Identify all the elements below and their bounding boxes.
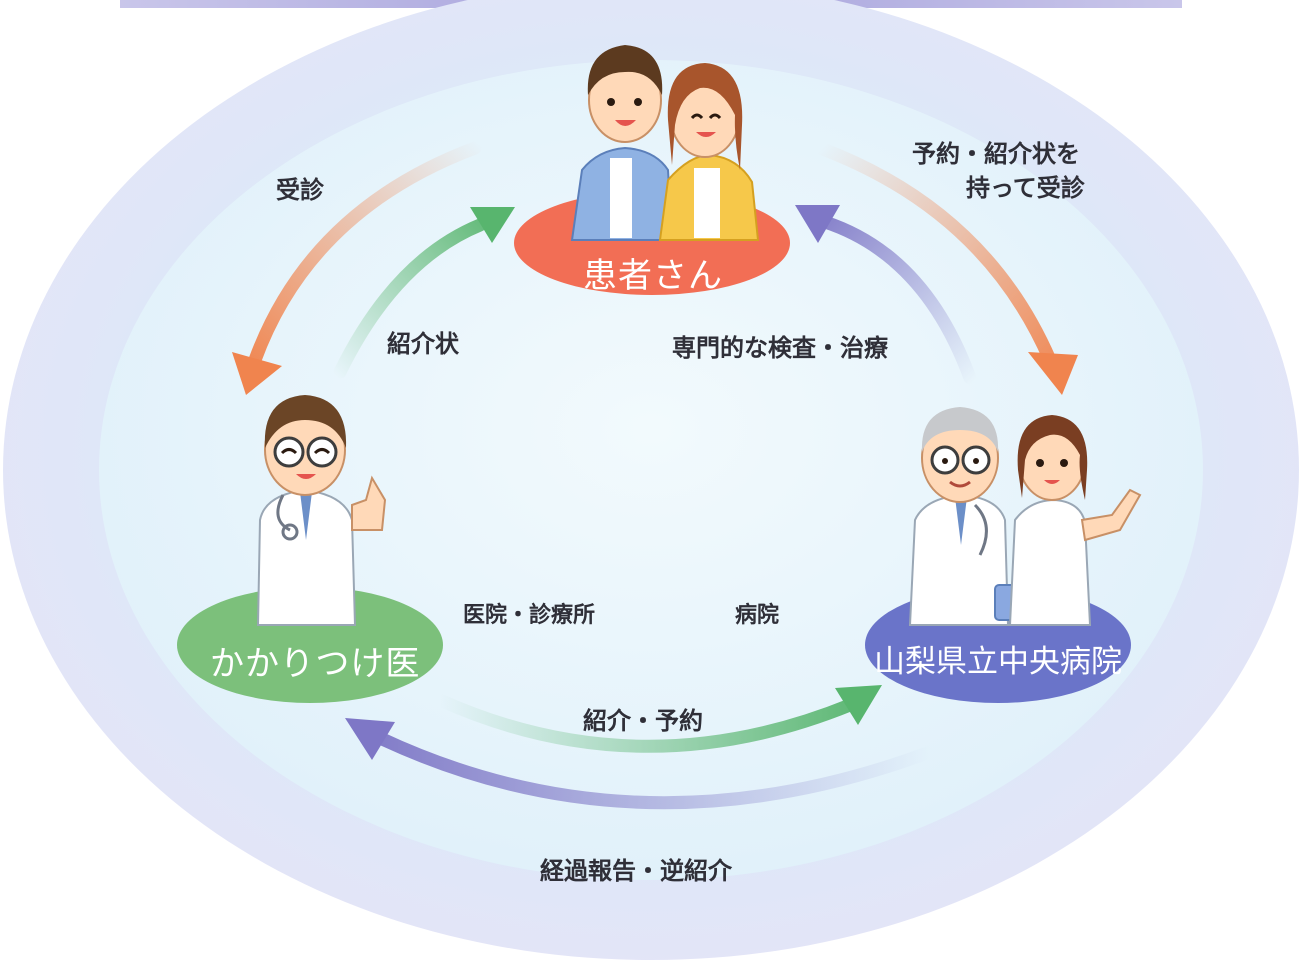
arrow-patient-to-hospital xyxy=(813,141,1078,395)
hospital-staff-illustration xyxy=(908,407,1142,626)
flow-label-reservation-line1: 予約・紹介状を xyxy=(912,140,1080,168)
clinic-category-label: 医院・診療所 xyxy=(463,603,596,628)
patient-couple-illustration xyxy=(570,45,760,241)
arrow-clinic-to-patient xyxy=(333,207,515,379)
flow-label-referral-letter: 紹介状 xyxy=(387,330,459,358)
arrow-patient-to-clinic xyxy=(232,141,482,395)
hospital-category-label: 病院 xyxy=(735,603,780,628)
arrow-clinic-to-hospital xyxy=(433,685,882,753)
flow-label-visit-clinic: 受診 xyxy=(276,176,324,204)
flow-label-reservation-line2: 持って受診 xyxy=(966,174,1085,202)
flow-label-referral-reservation: 紹介・予約 xyxy=(583,707,703,735)
flow-label-progress-report: 経過報告・逆紹介 xyxy=(540,857,732,885)
clinic-doctor-illustration xyxy=(256,395,387,626)
patient-node-label: 患者さん xyxy=(583,256,723,296)
flow-label-specialist-exam: 専門的な検査・治療 xyxy=(672,334,888,362)
arrow-hospital-to-patient xyxy=(795,205,977,385)
arrow-hospital-to-clinic xyxy=(345,718,937,810)
clinic-doctor-node-label: かかりつけ医 xyxy=(210,644,421,684)
hospital-node-label: 山梨県立中央病院 xyxy=(874,644,1122,680)
clinic-node-oval xyxy=(177,587,443,703)
